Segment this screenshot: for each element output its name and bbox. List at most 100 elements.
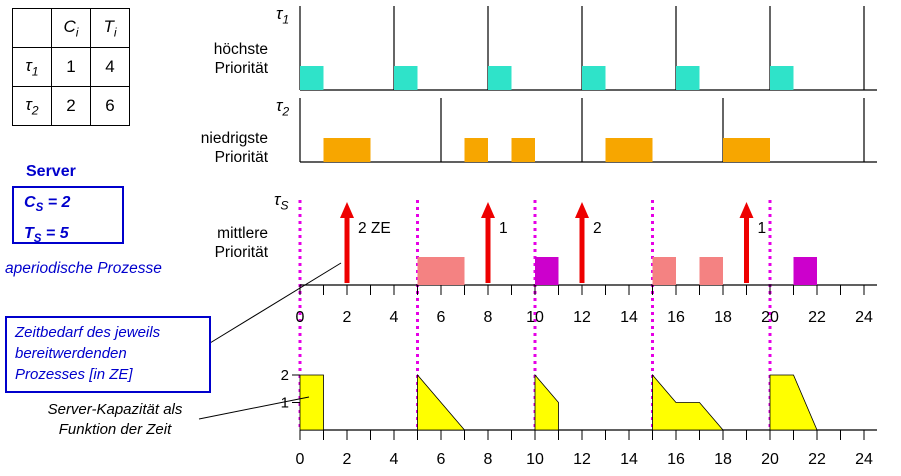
- tau1-priority-label: höchste Priorität: [158, 40, 268, 78]
- bottom-axis-number: 6: [437, 451, 446, 468]
- priority-line: Priorität: [214, 149, 268, 166]
- priority-line: Priorität: [214, 60, 268, 77]
- tau2-row-label: τ2: [276, 96, 289, 118]
- tau1-execution-block: [488, 66, 512, 90]
- arrival-amount-label: 1: [499, 220, 508, 237]
- arrival-amount-label: 2: [593, 220, 602, 237]
- ci-sub: i: [75, 25, 79, 40]
- capacity-pointer-line: [198, 396, 310, 420]
- table-empty-cell: [12, 8, 52, 48]
- server-title: Server: [26, 163, 76, 180]
- col-header-ti: Ti: [90, 8, 130, 48]
- bottom-axis-number: 14: [620, 451, 638, 468]
- bottom-axis-number: 12: [573, 451, 591, 468]
- table-row: τ2 2 6: [12, 86, 130, 126]
- tau-sym: τ: [276, 96, 283, 115]
- bottom-axis-number: 22: [808, 451, 826, 468]
- tau2-c-value: 2: [51, 86, 91, 126]
- server-execution-block: [535, 257, 559, 285]
- aperiodic-processes-label: aperiodische Prozesse: [5, 260, 162, 277]
- bottom-axis-number: 24: [855, 451, 873, 468]
- tau-sub: 1: [31, 64, 39, 79]
- server-ts-line: TS = 5: [24, 221, 122, 252]
- ti-sub: i: [113, 25, 117, 40]
- mid-axis-number: 10: [526, 309, 544, 326]
- ts-value: = 5: [41, 225, 69, 243]
- tau-sym: τ: [25, 55, 32, 75]
- bottom-axis-number: 10: [526, 451, 544, 468]
- row-label-tau2: τ2: [12, 86, 52, 126]
- mid-axis-number: 6: [437, 309, 446, 326]
- tau1-c-value: 1: [51, 47, 91, 87]
- bottom-axis-number: 20: [761, 451, 779, 468]
- bottom-axis-number: 4: [390, 451, 399, 468]
- bottom-axis-number: 18: [714, 451, 732, 468]
- ts-sub: S: [33, 233, 42, 246]
- tau-sub: S: [280, 198, 289, 213]
- tau2-execution-block: [464, 138, 488, 162]
- row-label-tau1: τ1: [12, 47, 52, 87]
- arrival-amount-label: 2 ZE: [358, 220, 391, 237]
- tau2-execution-block: [723, 138, 770, 162]
- server-capacity-shape: [652, 373, 724, 431]
- tau1-row-label: τ1: [276, 4, 289, 26]
- arrival-arrowhead-icon: [340, 202, 354, 218]
- capacity-label-line: Server-Kapazität als: [47, 401, 183, 418]
- server-capacity-shape: [534, 373, 559, 431]
- tau-sym: τ: [276, 4, 283, 23]
- server-execution-block: [652, 257, 676, 285]
- tau1-execution-block: [676, 66, 700, 90]
- ts-base: T: [24, 225, 34, 243]
- arrival-arrowhead-icon: [739, 202, 754, 218]
- tau1-t-value: 4: [90, 47, 130, 87]
- ci-base: C: [63, 16, 76, 36]
- tau-sub: 1: [282, 12, 290, 27]
- tau2-execution-block: [605, 138, 653, 162]
- mid-axis-number: 4: [390, 309, 399, 326]
- bottom-axis-number: 8: [484, 451, 493, 468]
- server-capacity-label: Server-Kapazität als Funktion der Zeit: [22, 400, 208, 440]
- cs-value: = 2: [43, 194, 71, 211]
- tau2-execution-block: [323, 138, 371, 162]
- arrival-amount-label: 1: [758, 220, 767, 237]
- tau1-execution-block: [394, 66, 418, 90]
- server-row-label: τS: [274, 190, 289, 212]
- mid-axis-number: 20: [761, 309, 779, 326]
- priority-line: mittlere: [217, 225, 268, 242]
- server-capacity-shape: [417, 373, 466, 431]
- bottom-axis-number: 0: [296, 451, 305, 468]
- mid-axis-number: 24: [855, 309, 873, 326]
- mid-axis-number: 18: [714, 309, 732, 326]
- arrival-arrowhead-icon: [575, 202, 589, 218]
- tau1-execution-block: [770, 66, 794, 90]
- tau2-t-value: 6: [90, 86, 130, 126]
- mid-axis-number: 2: [343, 309, 352, 326]
- note-line: Prozesses [in ZE]: [15, 366, 133, 383]
- tau1-execution-block: [582, 66, 606, 90]
- cs-base: C: [24, 194, 36, 211]
- server-capacity-shape: [299, 374, 324, 431]
- mid-axis-number: 8: [484, 309, 493, 326]
- note-line: Zeitbedarf des jeweils: [15, 324, 161, 341]
- capacity-y-label: 1: [281, 395, 289, 412]
- arrival-arrowhead-icon: [481, 202, 495, 218]
- tau2-priority-label: niedrigste Priorität: [158, 129, 268, 167]
- tau-sym: τ: [274, 190, 281, 209]
- col-header-ci: Ci: [51, 8, 91, 48]
- priority-line: Priorität: [214, 244, 268, 261]
- capacity-label-line: Funktion der Zeit: [58, 421, 172, 438]
- mid-axis-number: 0: [296, 309, 305, 326]
- zeitbedarf-note-box: Zeitbedarf des jeweils bereitwerdenden P…: [5, 316, 211, 393]
- mid-axis-number: 16: [667, 309, 685, 326]
- ti-base: T: [103, 16, 114, 36]
- tau-sub: 2: [282, 104, 290, 119]
- cs-sub: S: [35, 202, 44, 215]
- server-cs-line: CS = 2: [24, 190, 122, 221]
- priority-line: niedrigste: [200, 130, 268, 147]
- note-pointer-line: [209, 262, 342, 344]
- server-execution-block: [699, 257, 723, 285]
- tau-sub: 2: [31, 103, 39, 118]
- bottom-axis-number: 2: [343, 451, 352, 468]
